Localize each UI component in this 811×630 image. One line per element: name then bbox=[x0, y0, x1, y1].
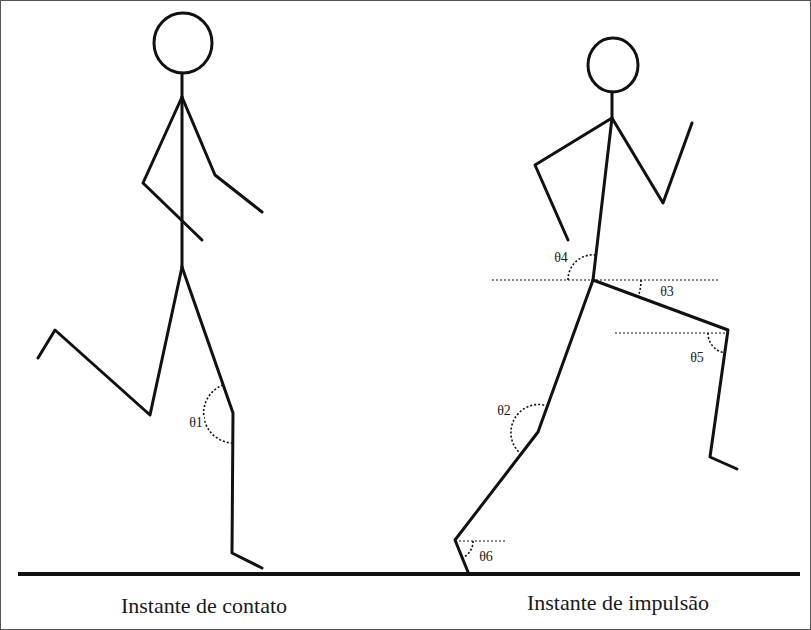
angle-arc bbox=[708, 333, 725, 353]
arm bbox=[535, 118, 612, 240]
phase-caption: Instante de contato bbox=[120, 595, 288, 617]
angle-arc bbox=[204, 385, 232, 443]
reference-line bbox=[615, 332, 728, 333]
angle-arc bbox=[462, 541, 473, 558]
head bbox=[588, 38, 638, 92]
angle-arc bbox=[568, 255, 596, 280]
reference-line bbox=[455, 540, 505, 541]
leg bbox=[38, 267, 182, 415]
ground-line bbox=[18, 572, 800, 576]
leg bbox=[593, 280, 737, 469]
arm bbox=[612, 118, 692, 203]
leg bbox=[455, 280, 593, 572]
phase-caption: Instante de impulsão bbox=[526, 592, 710, 614]
angle-label: θ6 bbox=[478, 550, 494, 564]
angle-arc bbox=[511, 404, 548, 454]
head bbox=[154, 13, 212, 73]
angle-label: θ5 bbox=[689, 351, 705, 365]
arm bbox=[182, 97, 262, 212]
angle-label: θ3 bbox=[659, 285, 675, 299]
angle-label: θ4 bbox=[553, 251, 569, 265]
leg bbox=[182, 267, 262, 568]
angle-label: θ1 bbox=[188, 416, 204, 430]
angle-arc bbox=[638, 280, 641, 297]
arm bbox=[143, 97, 202, 240]
angle-label: θ2 bbox=[496, 404, 512, 418]
reference-line bbox=[492, 279, 718, 280]
